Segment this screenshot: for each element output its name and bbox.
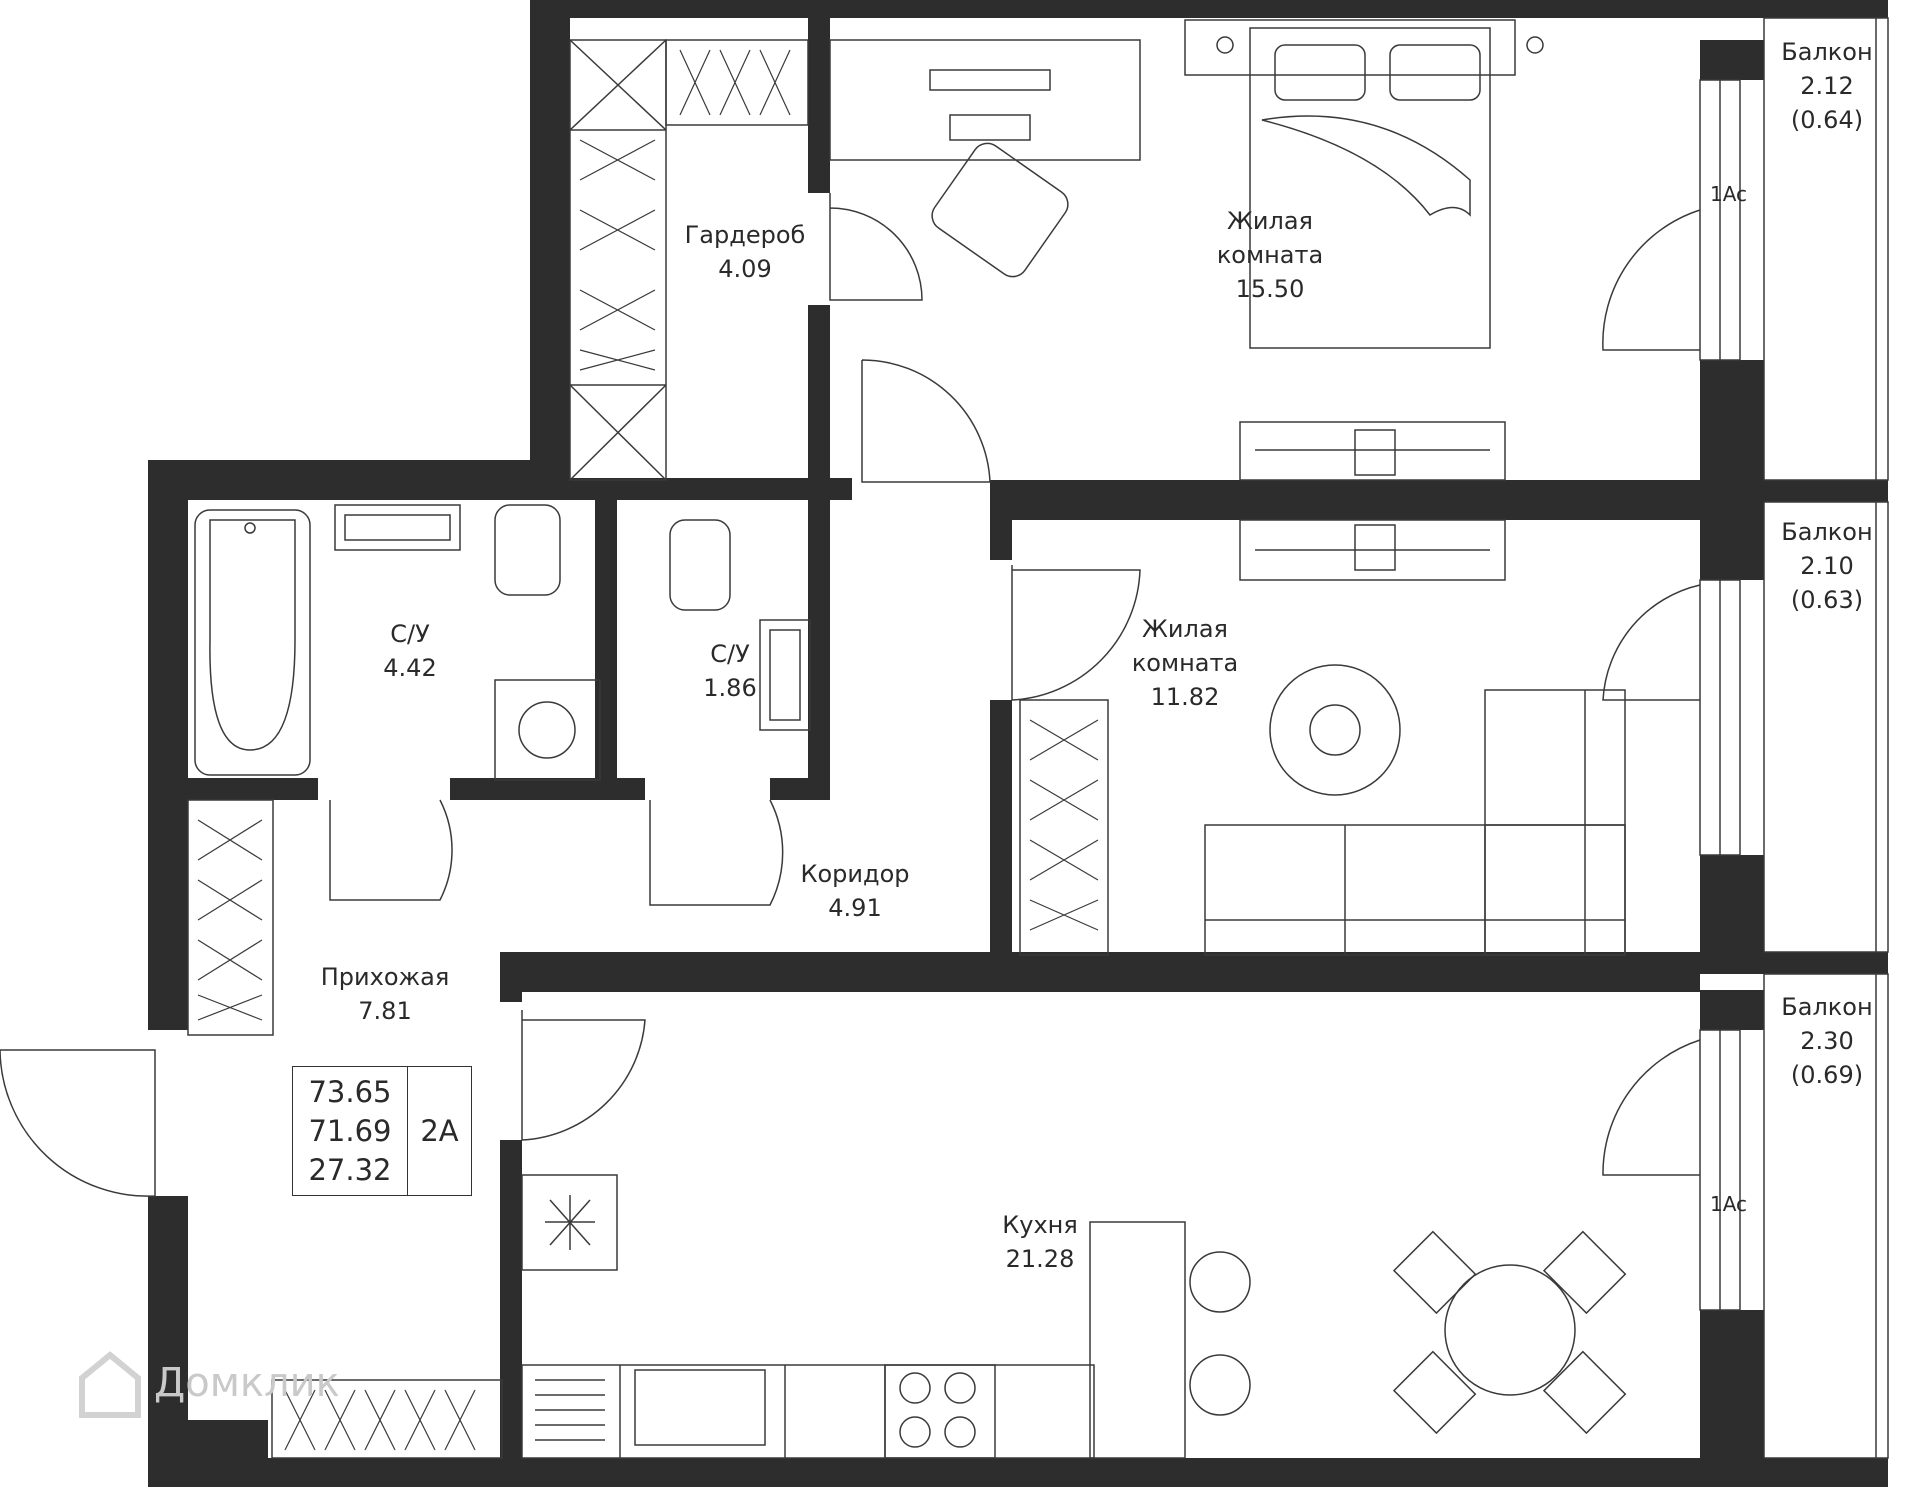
apartment-type: 2A <box>420 1114 459 1148</box>
room-name: Жилая <box>1142 615 1228 643</box>
tv-icon <box>1239 421 1506 481</box>
balcony-label-1: Балкон 2.12 (0.64) <box>1766 35 1888 137</box>
room-name: комната <box>1131 649 1239 677</box>
washing-machine-icon <box>494 679 601 781</box>
living-area: 71.69 <box>308 1113 392 1148</box>
round-table-icon <box>1269 664 1401 796</box>
room-name: С/У <box>390 620 430 648</box>
room-label-corridor: Коридор 4.91 <box>775 857 935 925</box>
room-area: 4.91 <box>828 894 882 922</box>
room-label-kitchen: Кухня 21.28 <box>960 1208 1120 1276</box>
room-area: 11.82 <box>1150 683 1220 711</box>
sink-icon <box>334 504 461 551</box>
other-area: 27.32 <box>308 1152 392 1187</box>
apartment-summary: 73.65 71.69 27.32 2A <box>292 1066 472 1196</box>
wardrobe-icon <box>187 39 1109 1459</box>
sofa-icon <box>1204 824 1626 956</box>
room-name: Коридор <box>800 860 910 888</box>
fridge-icon <box>521 1174 618 1271</box>
room-name: комната <box>1216 241 1324 269</box>
room-label-hallway: Прихожая 7.81 <box>300 960 470 1028</box>
balcony-area: 2.12 <box>1800 72 1854 100</box>
total-area: 73.65 <box>308 1074 392 1109</box>
room-area: 15.50 <box>1235 275 1305 303</box>
balcony-label-2: Балкон 2.10 (0.63) <box>1766 515 1888 617</box>
room-area: 1.86 <box>703 674 757 702</box>
ac-unit-label-1: 1Ac <box>1710 182 1748 206</box>
room-label-bedroom-top: Жилая комната 15.50 <box>1170 204 1370 306</box>
room-label-bedroom-mid: Жилая комната 11.82 <box>1100 612 1270 714</box>
balcony-area: 2.10 <box>1800 552 1854 580</box>
room-name: Прихожая <box>320 963 450 991</box>
balcony-name: Балкон <box>1781 38 1873 66</box>
watermark: Домклик <box>68 1348 340 1418</box>
watermark-text: Домклик <box>154 1360 340 1406</box>
room-label-bath-large: С/У 4.42 <box>350 617 470 685</box>
watermark-logo <box>79 1351 141 1418</box>
room-area: 7.81 <box>358 997 412 1025</box>
room-area: 21.28 <box>1005 1245 1075 1273</box>
room-name: Жилая <box>1227 207 1313 235</box>
room-area: 4.42 <box>383 654 437 682</box>
room-label-wardrobe: Гардероб 4.09 <box>670 218 820 286</box>
bathtub-icon <box>194 509 311 776</box>
ac-unit-label-2: 1Ac <box>1710 1192 1748 1216</box>
toilet-icon <box>494 504 561 596</box>
room-name: Гардероб <box>684 221 806 249</box>
summary-areas: 73.65 71.69 27.32 <box>293 1067 408 1195</box>
room-label-bath-small: С/У 1.86 <box>670 637 790 705</box>
balcony-name: Балкон <box>1781 518 1873 546</box>
room-area: 4.09 <box>718 255 772 283</box>
desk-icon <box>829 39 1141 161</box>
chair-icon <box>931 142 1069 278</box>
room-name: С/У <box>710 640 750 668</box>
balcony-label-3: Балкон 2.30 (0.69) <box>1766 990 1888 1092</box>
stove-icon <box>884 1364 996 1459</box>
room-name: Кухня <box>1002 1211 1078 1239</box>
balcony-area: 2.30 <box>1800 1027 1854 1055</box>
bed-icon <box>1249 27 1491 349</box>
door-swing-icon <box>0 193 1701 1197</box>
balcony-reduced-area: (0.63) <box>1790 586 1864 614</box>
balcony-reduced-area: (0.64) <box>1790 106 1864 134</box>
balcony-reduced-area: (0.69) <box>1790 1061 1864 1089</box>
balcony-name: Балкон <box>1781 993 1873 1021</box>
walls <box>148 0 1888 1487</box>
balconies <box>1699 17 1889 1459</box>
